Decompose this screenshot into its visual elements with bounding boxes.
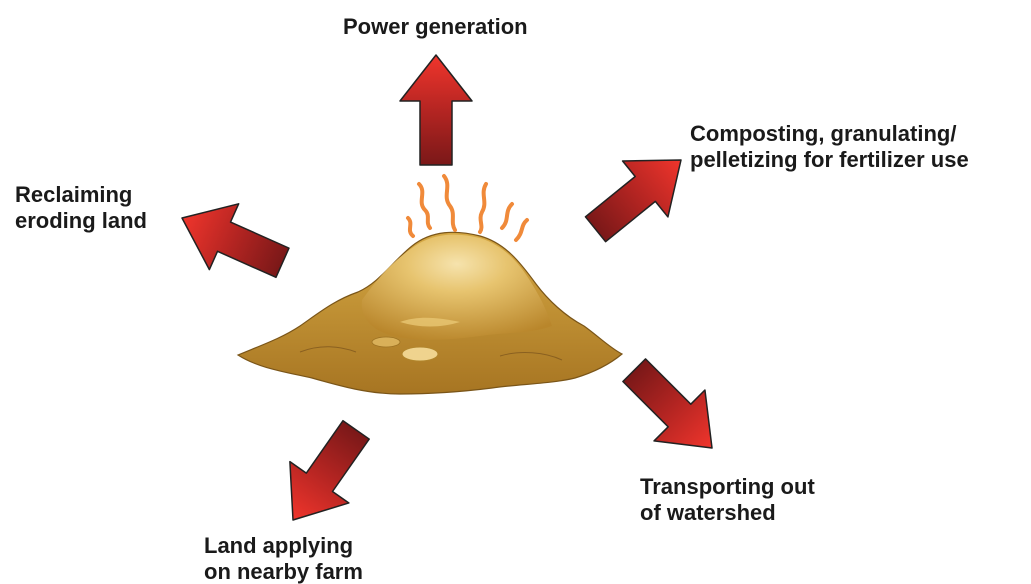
manure-pile <box>236 231 624 395</box>
arrow-land-applying <box>262 408 387 542</box>
label-power: Power generation <box>343 14 528 39</box>
heat-lines <box>406 174 529 242</box>
arrow-transporting <box>608 344 739 475</box>
arrow-composting <box>572 131 705 258</box>
label-land-applying: Land applying on nearby farm <box>204 533 363 584</box>
arrow-power <box>399 54 473 166</box>
label-reclaiming: Reclaiming eroding land <box>15 182 147 233</box>
label-composting: Composting, granulating/ pelletizing for… <box>690 121 969 172</box>
arrow-reclaiming <box>166 184 298 297</box>
label-transporting: Transporting out of watershed <box>640 474 815 525</box>
